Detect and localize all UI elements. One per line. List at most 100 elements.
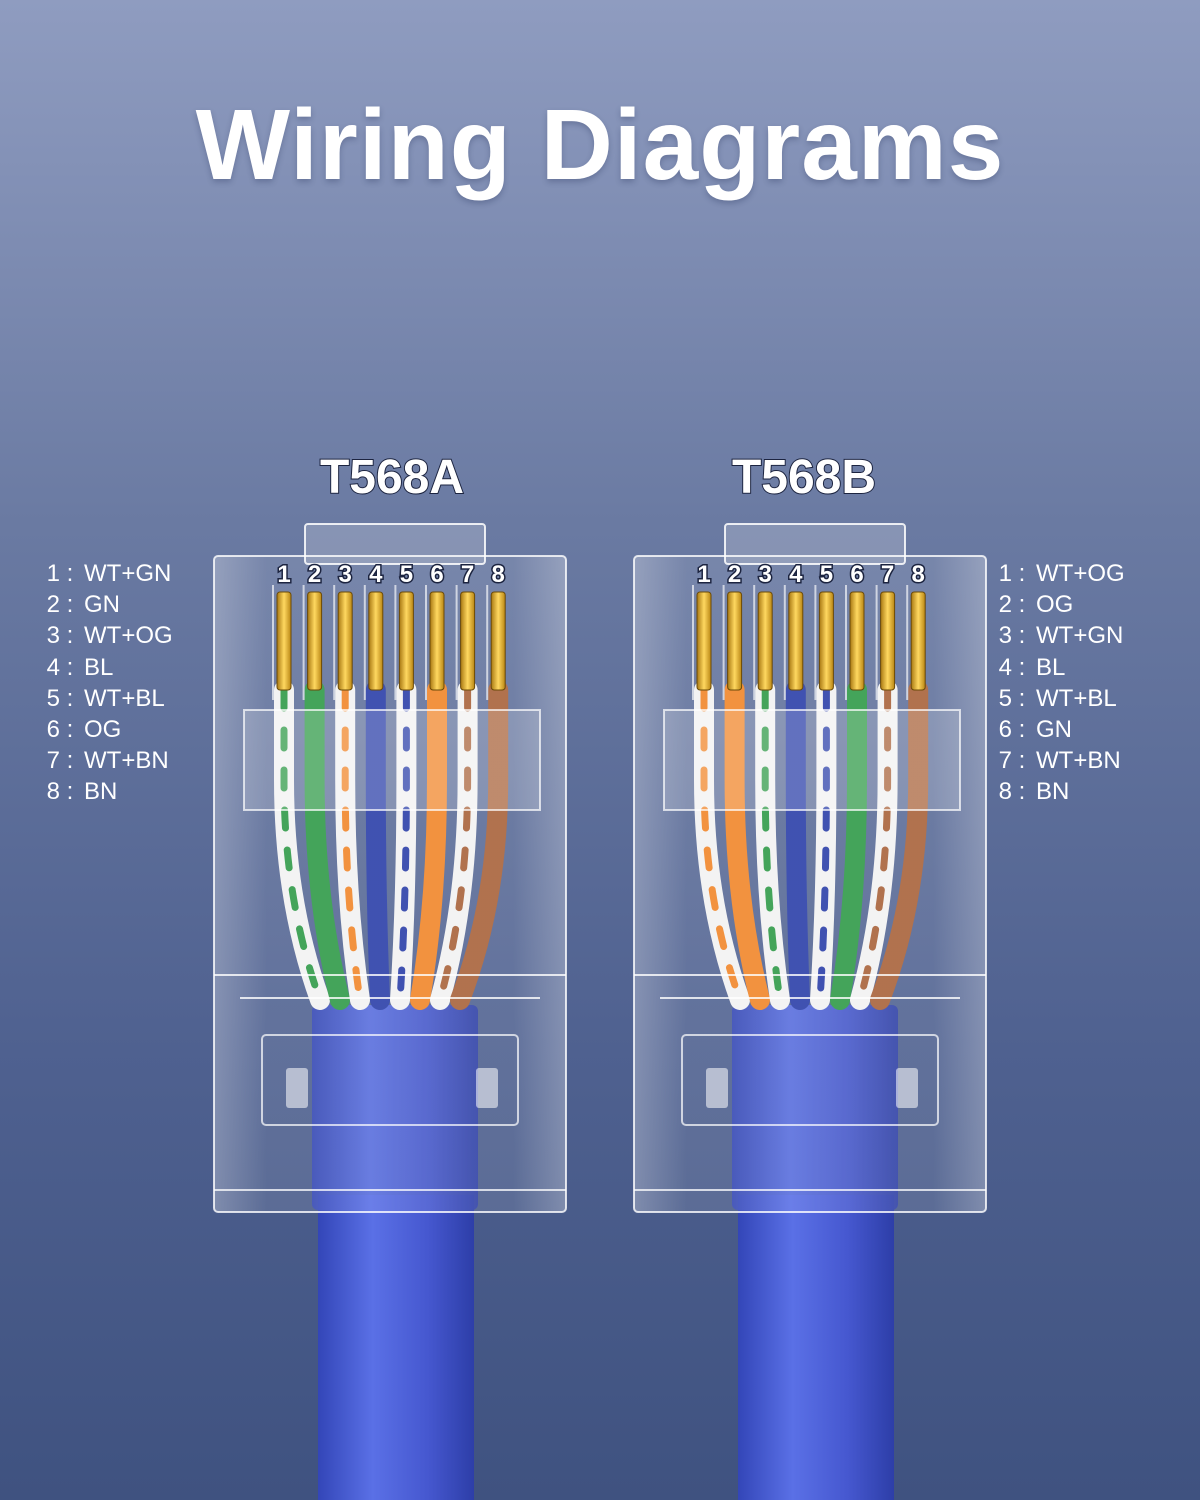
gold-contact xyxy=(727,591,743,691)
pin-row: 1: WT+GN xyxy=(36,558,173,589)
pin-separator: : xyxy=(1018,715,1026,743)
pin-color-code: BN xyxy=(1036,778,1070,806)
pin-color-code: WT+OG xyxy=(84,622,173,650)
pin-separator: : xyxy=(66,622,74,650)
t568a-title: T568A xyxy=(319,450,465,505)
pin-number-label: 6 xyxy=(850,561,863,588)
gold-contact xyxy=(307,591,323,691)
pin-color-code: BL xyxy=(84,653,114,681)
gold-contact xyxy=(337,591,353,691)
pin-number: 2 xyxy=(46,591,60,619)
gold-contact xyxy=(429,591,445,691)
pin-separator: : xyxy=(66,560,74,587)
pin-color-code: OG xyxy=(1036,591,1074,619)
pin-number: 4 xyxy=(998,653,1012,681)
pin-row: 2: GN xyxy=(36,589,173,620)
pin-row: 8: BN xyxy=(36,776,173,807)
plug-strain-block xyxy=(243,709,541,811)
pin-number-label: 4 xyxy=(789,561,803,588)
pin-number: 4 xyxy=(46,653,60,681)
pin-separator: : xyxy=(1018,747,1026,775)
gold-contact xyxy=(910,591,926,691)
plug-latch-tab xyxy=(896,1068,918,1108)
plug-latch-tab xyxy=(476,1068,498,1108)
gold-contact xyxy=(460,591,476,691)
pin-number: 6 xyxy=(46,715,60,743)
pin-row: 5:WT+BL xyxy=(988,683,1125,714)
pin-number: 7 xyxy=(998,747,1012,775)
gold-contact xyxy=(757,591,773,691)
pin-color-code: WT+OG xyxy=(1036,560,1125,587)
cable-jacket xyxy=(318,1195,474,1500)
pin-number: 1 xyxy=(998,560,1012,587)
gold-contact xyxy=(276,591,292,691)
gold-contact xyxy=(368,591,384,691)
pin-separator: : xyxy=(66,747,74,775)
gold-contact xyxy=(398,591,414,691)
pin-number-label: 1 xyxy=(277,561,290,588)
cable-jacket xyxy=(738,1195,894,1500)
page-title: Wiring Diagrams xyxy=(195,89,1005,201)
gold-contact xyxy=(788,591,804,691)
pin-number: 8 xyxy=(46,778,60,806)
pin-color-code: WT+BN xyxy=(1036,747,1121,775)
pin-color-code: BL xyxy=(1036,653,1066,681)
plug-latch-window xyxy=(261,1034,519,1126)
pin-number-label: 1 xyxy=(697,561,710,588)
pin-number-label: 3 xyxy=(339,561,352,588)
pin-separator: : xyxy=(1018,778,1026,806)
pin-separator: : xyxy=(66,715,74,743)
pin-color-code: BN xyxy=(84,778,118,806)
pin-number: 5 xyxy=(998,684,1012,712)
pin-separator: : xyxy=(66,591,74,619)
pin-separator: : xyxy=(66,778,74,806)
pin-separator: : xyxy=(66,653,74,681)
gold-contact xyxy=(696,591,712,691)
pin-separator: : xyxy=(1018,591,1026,619)
pin-number-label: 3 xyxy=(759,561,772,588)
pin-row: 3:WT+OG xyxy=(36,620,173,651)
pin-number-label: 8 xyxy=(912,561,925,588)
pin-number-label: 7 xyxy=(881,561,894,588)
pin-number-label: 2 xyxy=(308,561,321,588)
pin-row: 3: WT+GN xyxy=(988,620,1125,651)
pin-color-code: OG xyxy=(84,715,122,743)
pin-number-label: 8 xyxy=(492,561,505,588)
pin-number: 8 xyxy=(998,778,1012,806)
pin-separator: : xyxy=(66,684,74,712)
plug-strain-block xyxy=(663,709,961,811)
pin-number-label: 5 xyxy=(400,561,413,588)
t568b-pin-list: 1:WT+OG 2:OG 3:WT+GN 4:BL 5:WT+BL 6:GN 7… xyxy=(988,558,1125,808)
pin-separator: : xyxy=(1018,622,1026,650)
gold-contact xyxy=(490,591,506,691)
t568a-pin-list: 1:WT+GN 2:GN 3:WT+OG 4:BL 5:WT+BL 6:OG 7… xyxy=(36,558,173,808)
pin-row: 7: WT+BN xyxy=(988,745,1125,776)
pin-row: 2: OG xyxy=(988,589,1125,620)
plug-housing xyxy=(213,555,567,1213)
pin-number: 7 xyxy=(46,747,60,775)
pin-color-code: WT+GN xyxy=(1036,622,1124,650)
pin-number-label: 4 xyxy=(369,561,383,588)
pin-color-code: GN xyxy=(1036,715,1072,743)
pin-color-code: WT+BN xyxy=(84,747,169,775)
pin-number-label: 6 xyxy=(430,561,443,588)
pin-color-code: WT+BL xyxy=(1036,684,1117,712)
pin-row: 5:WT+BL xyxy=(36,683,173,714)
pin-number-label: 5 xyxy=(820,561,833,588)
pin-row: 4: BL xyxy=(36,652,173,683)
gold-contact xyxy=(818,591,834,691)
plug-housing xyxy=(633,555,987,1213)
pin-number: 2 xyxy=(998,591,1012,619)
plug-latch-tab xyxy=(286,1068,308,1108)
pin-number: 3 xyxy=(998,622,1012,650)
pin-number: 1 xyxy=(46,560,60,587)
pin-row: 7: WT+BN xyxy=(36,745,173,776)
gold-contact xyxy=(880,591,896,691)
t568b-title: T568B xyxy=(731,450,877,505)
plug-latch-tab xyxy=(706,1068,728,1108)
pin-color-code: WT+GN xyxy=(84,560,172,587)
pin-separator: : xyxy=(1018,560,1026,587)
pin-color-code: GN xyxy=(84,591,120,619)
